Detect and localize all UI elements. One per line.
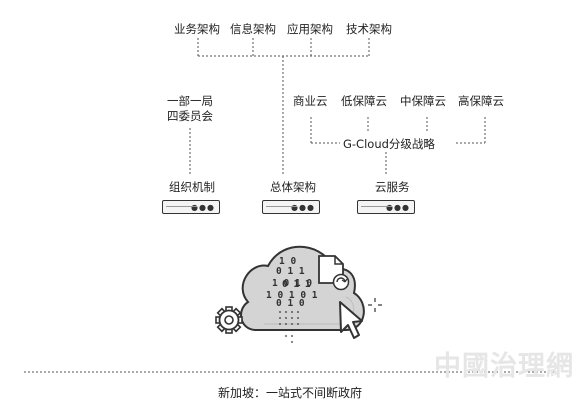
label-cloud-services: 云服务 <box>375 180 410 194</box>
binary-data-icon: 1 00 1 11 0 1 00 1 11 0 1 0 10 1 0 <box>266 256 318 309</box>
server-icon: ●●● <box>162 200 220 214</box>
binary-row: 1 0 <box>279 256 296 267</box>
binary-row: 1 0 1 0 <box>272 278 312 289</box>
mouse-cursor-icon <box>339 301 363 339</box>
label-committee: 一部一局 四委员会 <box>167 94 213 123</box>
label-high-assurance-cloud: 高保障云 <box>458 94 504 108</box>
label-medium-assurance-cloud: 中保障云 <box>400 94 446 108</box>
label-organization-mechanism: 组织机制 <box>169 180 215 194</box>
binary-row: 0 1 1 <box>276 266 305 277</box>
server-icon: ●●● <box>357 200 415 214</box>
data-stream-icon <box>279 311 299 343</box>
label-application-architecture: 应用架构 <box>287 22 333 36</box>
figure-caption: 新加坡：一站式不间断政府 <box>217 386 362 400</box>
binary-row: 1 0 1 0 1 <box>266 290 318 301</box>
label-technology-architecture: 技术架构 <box>346 22 392 36</box>
label-low-assurance-cloud: 低保障云 <box>341 94 387 108</box>
label-gcloud-strategy: G-Cloud分级战略 <box>343 137 435 151</box>
label-commercial-cloud: 商业云 <box>293 94 328 108</box>
sparkle-icon <box>368 298 382 312</box>
watermark-logo: 中國治理網 <box>434 351 574 382</box>
label-business-architecture: 业务架构 <box>174 22 220 36</box>
label-overall-architecture: 总体架构 <box>270 180 316 194</box>
binary-row: 0 1 1 <box>282 279 311 290</box>
server-icon: ●●● <box>262 200 320 214</box>
gear-icon <box>215 306 243 334</box>
label-information-architecture: 信息架构 <box>230 22 276 36</box>
document-sync-icon <box>318 255 350 291</box>
binary-row: 0 1 0 <box>276 298 305 309</box>
